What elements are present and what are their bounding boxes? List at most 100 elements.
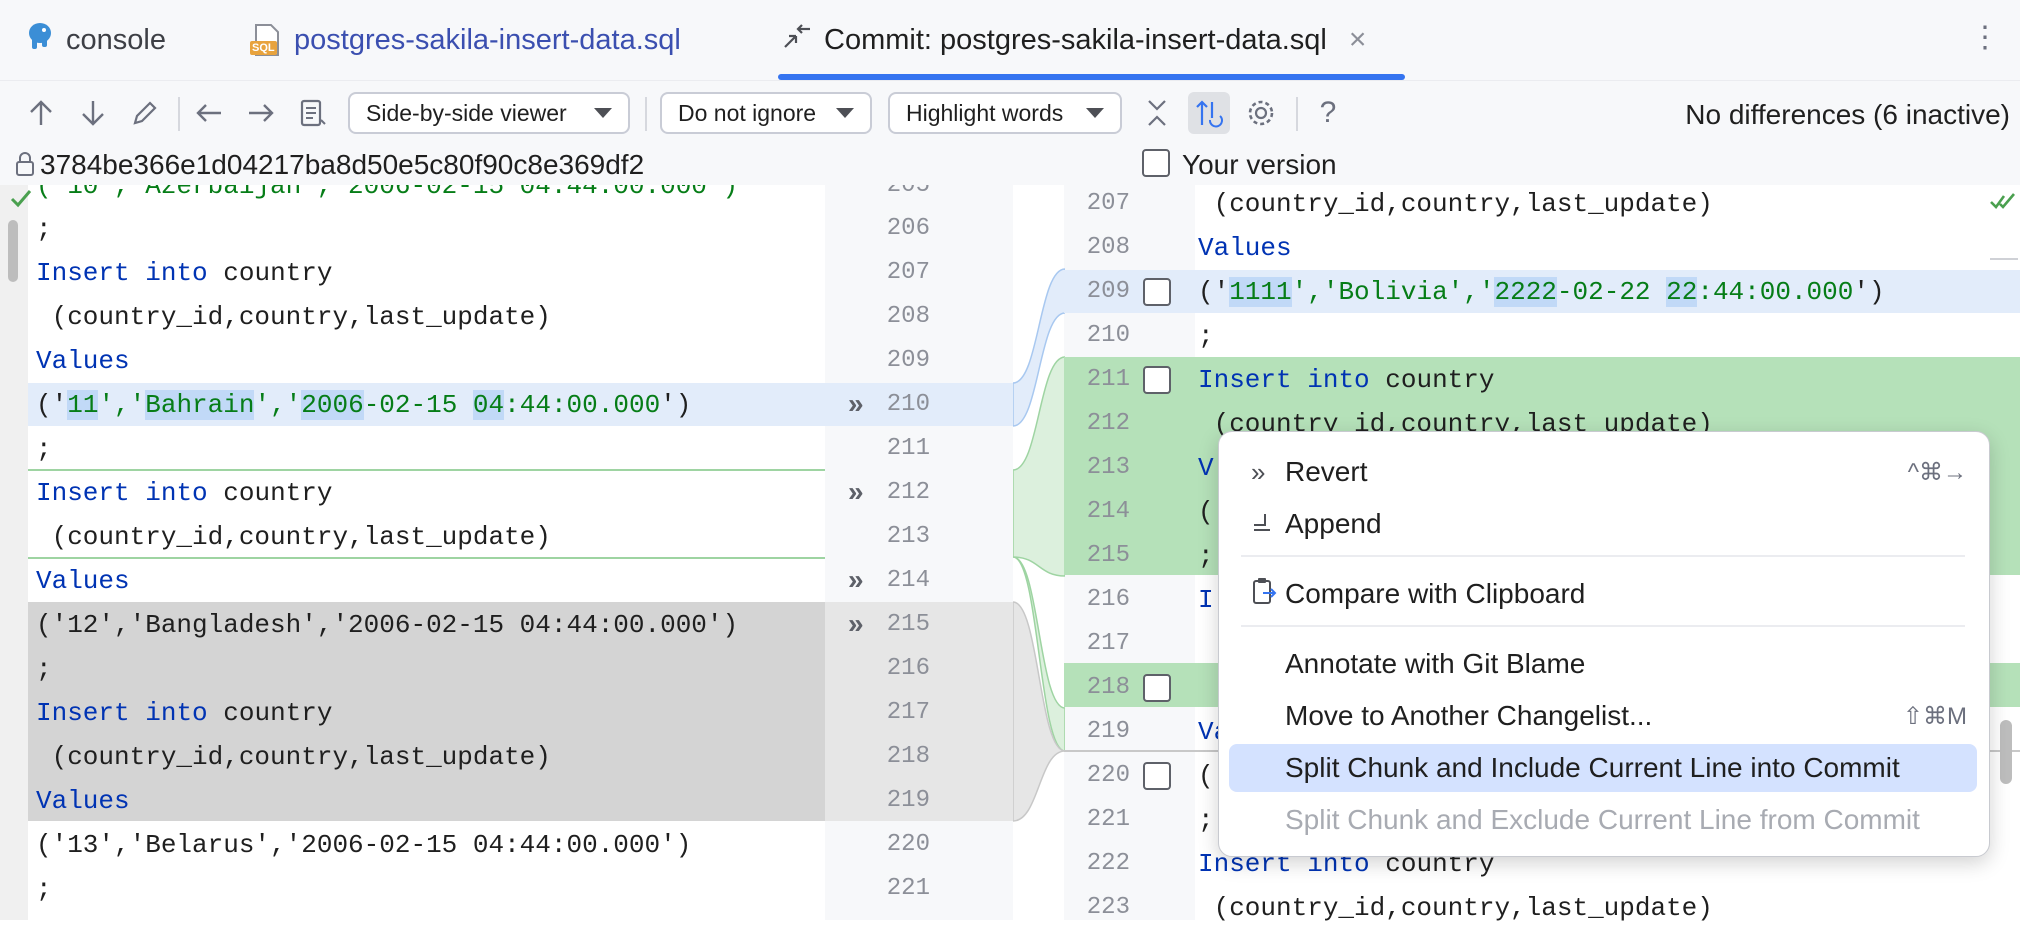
line-number: 210 [1086,322,1130,349]
postgres-elephant-icon [26,21,54,59]
highlight-mode-dropdown[interactable]: Highlight words [888,92,1122,134]
menu-item-move-changelist[interactable]: Move to Another Changelist... ⇧⌘M [1229,692,1977,740]
edit-pencil-icon[interactable] [124,92,166,134]
tab-sql-file[interactable]: SQL postgres-sakila-insert-data.sql [250,0,681,80]
left-scrollbar-thumb[interactable] [8,220,18,282]
code-line: Values [1198,233,1292,263]
code-line-modified: ('11','Bahrain','2006-02-15 04:44:00.000… [36,390,692,420]
menu-item-compare-clipboard[interactable]: Compare with Clipboard [1229,570,1977,618]
code-line: (country_id,country,last_update) [36,302,551,332]
line-number: 221 [1086,806,1130,833]
chevron-down-icon [1086,108,1104,118]
sql-file-icon: SQL [250,23,282,57]
menu-item-label: Append [1285,508,1382,539]
line-number: 214 [886,567,930,594]
forward-arrow-icon[interactable] [240,92,282,134]
settings-gear-icon[interactable] [1240,92,1282,134]
revert-chevron-icon: » [1251,456,1266,487]
menu-item-annotate-blame[interactable]: Annotate with Git Blame [1229,640,1977,688]
left-gutter [0,185,28,920]
append-icon [1251,509,1273,540]
context-menu: » Revert ^⌘→ Append Compare with Clipboa… [1218,431,1990,857]
more-tabs-icon[interactable]: ⋮ [1970,21,2000,54]
menu-item-label: Compare with Clipboard [1285,578,1586,609]
line-number: 209 [886,347,930,374]
code-line-inserted: V [1198,453,1214,483]
help-icon[interactable]: ? [1319,96,1337,129]
sync-scroll-icon[interactable] [1188,92,1230,134]
diff-arrow-icon [782,21,812,59]
left-insert-marker [28,469,825,471]
collapse-unchanged-icon[interactable] [1136,92,1178,134]
code-line: ('13','Belarus','2006-02-15 04:44:00.000… [36,830,692,860]
code-line: (country_id,country,last_update) [1198,189,1713,219]
code-line: ; [1198,805,1214,835]
line-number: 215 [886,611,930,638]
line-number: 206 [886,215,930,242]
your-version-checkbox[interactable] [1142,149,1170,177]
include-change-checkbox[interactable] [1143,278,1171,306]
line-number: 208 [1086,234,1130,261]
code-line: ; [36,654,52,684]
line-number: 222 [1086,850,1130,877]
include-change-checkbox[interactable] [1143,366,1171,394]
include-change-checkbox[interactable] [1143,674,1171,702]
next-difference-icon[interactable] [72,92,114,134]
chevron-down-icon [836,108,854,118]
code-line: I [1198,585,1214,615]
line-number: 221 [886,875,930,902]
line-number: 213 [1086,454,1130,481]
viewer-mode-label: Side-by-side viewer [366,99,567,126]
menu-item-shortcut: ^⌘→ [1907,458,1967,486]
code-line-modified: ('1111','Bolivia','2222-02-22 22:44:00.0… [1198,277,1885,307]
include-change-checkbox[interactable] [1143,762,1171,790]
menu-item-append[interactable]: Append [1229,500,1977,548]
back-arrow-icon[interactable] [188,92,230,134]
line-number: 211 [1086,366,1130,393]
clipboard-compare-icon [1251,576,1277,613]
apply-change-chevron-icon[interactable]: » [848,476,864,507]
tab-label: Commit: postgres-sakila-insert-data.sql [824,23,1327,56]
code-line: (country_id,country,last_update) [36,522,551,552]
line-number: 207 [886,259,930,286]
line-number: 209 [1086,278,1130,305]
line-number: 220 [886,831,930,858]
menu-item-label: Move to Another Changelist... [1285,700,1653,731]
viewer-mode-dropdown[interactable]: Side-by-side viewer [348,92,630,134]
open-file-icon[interactable] [292,92,334,134]
diff-connector-curves [1013,268,1065,822]
checkmark-icon [10,187,32,214]
line-number: 218 [886,743,930,770]
previous-difference-icon[interactable] [20,92,62,134]
pane-header-row: 3784be366e1d04217ba8d50e5c80f90c8e369df2… [0,145,2020,185]
apply-change-chevron-icon[interactable]: » [848,388,864,419]
code-line: Insert into country [36,698,333,728]
highlight-label: Highlight words [906,99,1064,126]
close-tab-icon[interactable]: × [1348,23,1367,56]
editor-tab-bar: console SQL postgres-sakila-insert-data.… [0,0,2020,81]
tab-commit[interactable]: Commit: postgres-sakila-insert-data.sql … [782,0,1366,80]
line-number: 215 [1086,542,1130,569]
right-scrollbar-thumb[interactable] [2000,720,2012,784]
code-line: (country_id,country,last_update) [36,742,551,772]
menu-item-revert[interactable]: » Revert ^⌘→ [1229,448,1977,496]
code-line: ; [36,214,52,244]
code-line: Values [36,566,130,596]
tab-label: postgres-sakila-insert-data.sql [294,23,681,56]
code-line: Values [36,786,130,816]
apply-change-chevron-icon[interactable]: » [848,608,864,639]
menu-item-label: Revert [1285,456,1368,487]
code-line-inserted: ; [1198,541,1214,571]
ignore-whitespace-dropdown[interactable]: Do not ignore [660,92,872,134]
menu-item-split-include[interactable]: Split Chunk and Include Current Line int… [1229,744,1977,792]
sql-badge: SQL [250,41,277,55]
left-gutter-modified [825,383,1013,426]
line-number: 213 [886,523,930,550]
right-scroll-marker [1990,258,2018,260]
line-number: 212 [1086,410,1130,437]
tab-label: console [66,23,166,56]
code-line: Values [36,346,130,376]
tab-console[interactable]: console [26,0,166,80]
apply-change-chevron-icon[interactable]: » [848,564,864,595]
code-line: ; [36,874,52,904]
